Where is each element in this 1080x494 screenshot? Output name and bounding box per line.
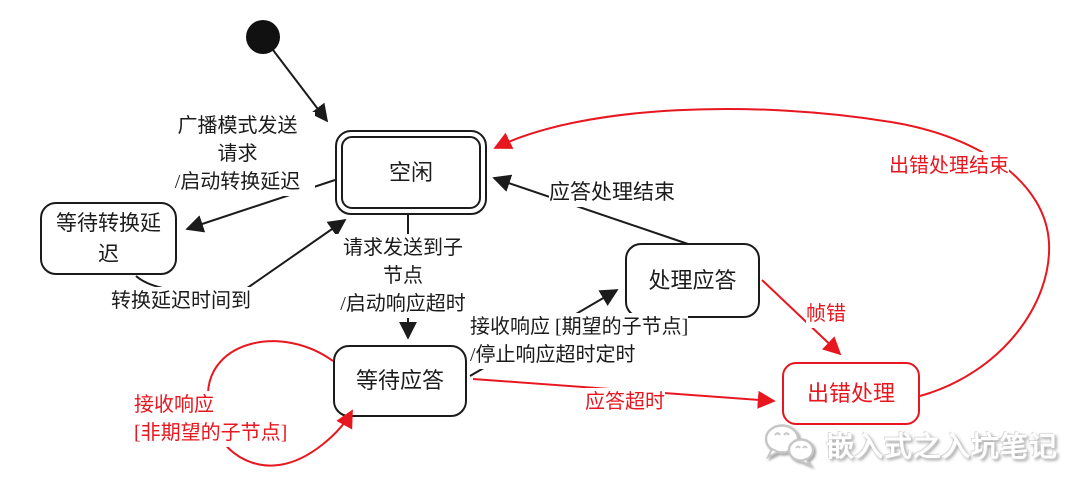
state-error-handling: 出错处理 [782, 362, 920, 425]
state-wait-response: 等待应答 [333, 345, 467, 417]
watermark-text: 嵌入式之入坑笔记 [826, 432, 1059, 463]
state-idle-label: 空闲 [388, 159, 433, 185]
state-process-response-label: 处理应答 [648, 267, 737, 293]
state-idle-inner-border: 空闲 [341, 136, 481, 209]
state-idle: 空闲 [335, 130, 487, 215]
transition-error-to-idle-arrow [493, 107, 1051, 397]
label-receive-unexpected-response: 接收响应 [非期望的子节点] [134, 391, 288, 447]
label-error-handling-done: 出错处理结束 [889, 152, 1009, 180]
label-conversion-delay-done: 转换延迟时间到 [111, 287, 251, 315]
state-wait-response-label: 等待应答 [355, 368, 444, 394]
transition-wait-conversion-to-idle-arrow [135, 218, 347, 294]
state-error-handling-label: 出错处理 [806, 380, 895, 406]
label-response-timeout: 应答超时 [585, 388, 665, 416]
label-receive-expected-response: 接收响应 [期望的子节点] /停止响应超时定时 [470, 313, 689, 369]
wechat-icon [764, 424, 815, 468]
state-process-response: 处理应答 [625, 243, 760, 318]
state-wait-conversion-delay: 等待转换延迟 [40, 202, 177, 275]
label-response-processing-done: 应答处理结束 [549, 178, 675, 208]
transition-process-response-to-error-arrow [761, 279, 842, 356]
label-broadcast-send-request: 广播模式发送 请求 /启动转换延迟 [160, 112, 315, 196]
transition-process-response-to-idle-arrow [492, 174, 689, 245]
label-frame-error: 帧错 [806, 300, 846, 328]
initial-state-dot [246, 20, 280, 54]
transition-initial-to-idle-arrow [272, 49, 329, 123]
label-request-sent-to-child: 请求发送到子 节点 /启动响应超时 [333, 234, 473, 318]
watermark: 嵌入式之入坑笔记 [762, 422, 1058, 468]
state-wait-conversion-delay-label: 等待转换延迟 [56, 211, 161, 266]
